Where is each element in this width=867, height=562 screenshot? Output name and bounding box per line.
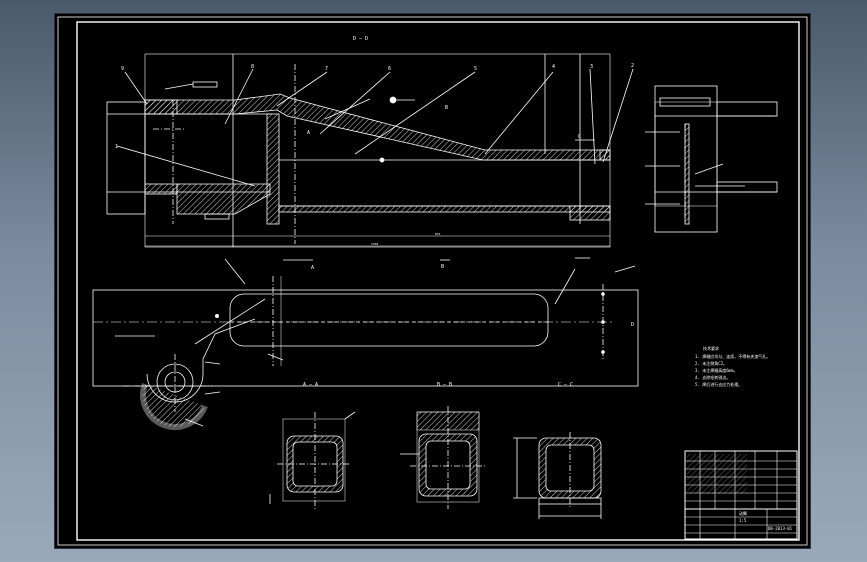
a-mark-plan: A <box>311 265 314 271</box>
notes-line-3: 3. 未注焊缝高度6mm。 <box>695 367 737 373</box>
drawing-canvas[interactable]: D — D <box>55 14 810 548</box>
section-view-bb <box>400 406 487 509</box>
b-mark-plan: B <box>441 264 444 270</box>
cad-drawing-sheet: D — D <box>57 16 808 546</box>
title-block <box>684 450 798 540</box>
callout-8: 8 <box>251 64 254 70</box>
callout-1: 1 <box>115 144 118 150</box>
notes-line-5: 5. 焊后进行去应力处理。 <box>695 381 742 387</box>
callout-7: 7 <box>325 66 328 72</box>
notes-header: 技术要求 <box>703 345 719 351</box>
label-dd: D — D <box>353 36 368 42</box>
callout-3: 3 <box>590 64 593 70</box>
dd-callout-labels: 9 8 7 6 5 4 3 2 1 B A C <box>115 63 634 150</box>
callout-9: 9 <box>121 66 124 72</box>
plan-labels: A B D <box>311 264 634 328</box>
section-view-cc <box>513 432 602 519</box>
callout-6: 6 <box>388 66 391 72</box>
title-block-text: 动臂 1:5 DB-2013-01 <box>739 510 793 531</box>
plan-view <box>92 257 639 430</box>
side-view <box>645 85 778 233</box>
a-mark-top: A <box>307 130 310 136</box>
inner-frame <box>76 21 800 541</box>
b-mark-top: B <box>445 105 448 111</box>
label-cc: C — C <box>558 382 573 388</box>
drawing-number: DB-2013-01 <box>768 526 793 531</box>
notes-line-1: 1. 焊缝应均匀、连续，不得有夹渣气孔。 <box>695 353 770 359</box>
label-aa: A — A <box>303 382 318 388</box>
svg-text:845: 845 <box>435 232 441 236</box>
callout-4: 4 <box>552 64 555 70</box>
d-mark-plan: D <box>631 322 634 328</box>
outer-frame <box>57 16 808 546</box>
callout-5: 5 <box>474 66 477 72</box>
c-mark-top: C <box>578 134 581 140</box>
section-view-dd: D — D <box>106 36 634 248</box>
drawing-scale: 1:5 <box>739 518 747 523</box>
section-view-aa <box>269 411 356 509</box>
notes-line-4: 4. 去除毛刺锐边。 <box>695 374 730 380</box>
svg-text:1350: 1350 <box>371 242 378 246</box>
label-bb: B — B <box>437 382 452 388</box>
callout-2: 2 <box>631 63 634 69</box>
notes-line-2: 2. 未注倒角C2。 <box>695 360 727 366</box>
technical-notes: 技术要求 1. 焊缝应均匀、连续，不得有夹渣气孔。 2. 未注倒角C2。 3. … <box>695 345 770 387</box>
drawing-name: 动臂 <box>739 510 747 516</box>
